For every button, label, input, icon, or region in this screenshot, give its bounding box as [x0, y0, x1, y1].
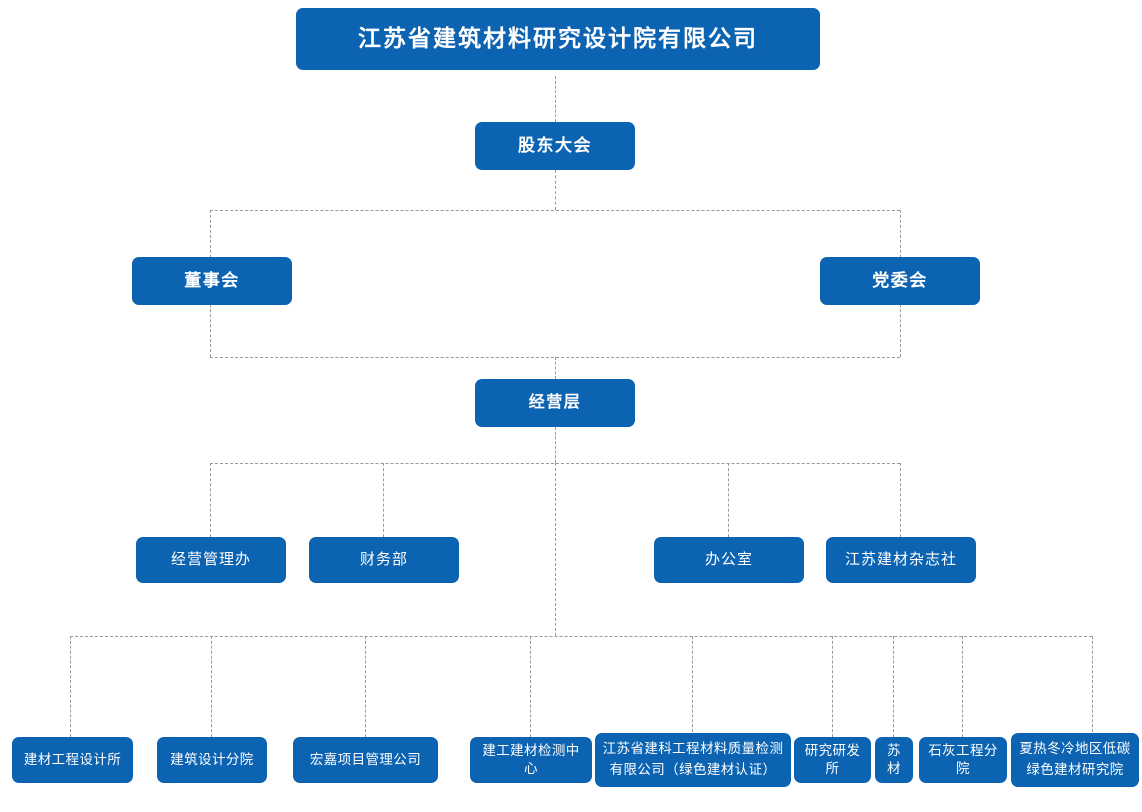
- node-shareholders-meeting[interactable]: 股东大会: [475, 122, 635, 170]
- connector-departments-to-units: [555, 463, 556, 636]
- connector-department-drop-1: [210, 463, 211, 537]
- node-management-layer[interactable]: 经营层: [475, 379, 635, 427]
- connector-unit-drop-2: [211, 636, 212, 737]
- connector-unit-drop-3: [365, 636, 366, 737]
- connector-governance-to-management: [555, 357, 556, 379]
- node-unit-construction-materials-testing-center[interactable]: 建工建材检测中心: [470, 737, 592, 783]
- connector-shareholders-down: [555, 170, 556, 210]
- connector-governance-top-bus: [210, 210, 900, 211]
- node-unit-hongjia-project-management-company[interactable]: 宏嘉项目管理公司: [293, 737, 438, 783]
- connector-unit-drop-8: [962, 636, 963, 737]
- connector-unit-drop-1: [70, 636, 71, 737]
- node-department-operations-management-office[interactable]: 经营管理办: [136, 537, 286, 583]
- connector-management-down: [555, 427, 556, 463]
- connector-root-to-shareholders: [555, 76, 556, 122]
- connector-unit-drop-6: [832, 636, 833, 737]
- node-root-company[interactable]: 江苏省建筑材料研究设计院有限公司: [296, 8, 820, 70]
- connector-units-bus: [70, 636, 1092, 637]
- node-board-of-directors[interactable]: 董事会: [132, 257, 292, 305]
- connector-unit-drop-4: [530, 636, 531, 737]
- node-department-jiangsu-building-materials-magazine[interactable]: 江苏建材杂志社: [826, 537, 976, 583]
- node-unit-sucai[interactable]: 苏材: [875, 737, 913, 783]
- node-party-committee[interactable]: 党委会: [820, 257, 980, 305]
- node-unit-research-and-development-institute[interactable]: 研究研发所: [794, 737, 871, 783]
- node-unit-architectural-design-branch[interactable]: 建筑设计分院: [157, 737, 267, 783]
- node-unit-low-carbon-green-building-materials-research-institute[interactable]: 夏热冬冷地区低碳 绿色建材研究院: [1011, 733, 1139, 787]
- node-unit-lime-engineering-branch[interactable]: 石灰工程分院: [919, 737, 1007, 783]
- connector-department-drop-4: [900, 463, 901, 537]
- node-unit-jiangsu-jianke-materials-quality-testing-company[interactable]: 江苏省建科工程材料质量检测 有限公司（绿色建材认证）: [595, 733, 791, 787]
- connector-department-drop-3: [728, 463, 729, 537]
- node-department-general-office[interactable]: 办公室: [654, 537, 804, 583]
- connector-unit-drop-9: [1092, 636, 1093, 737]
- node-department-finance[interactable]: 财务部: [309, 537, 459, 583]
- connector-unit-drop-7: [893, 636, 894, 737]
- connector-department-drop-2: [383, 463, 384, 537]
- connector-unit-drop-5: [692, 636, 693, 737]
- node-unit-building-materials-engineering-design-institute[interactable]: 建材工程设计所: [12, 737, 133, 783]
